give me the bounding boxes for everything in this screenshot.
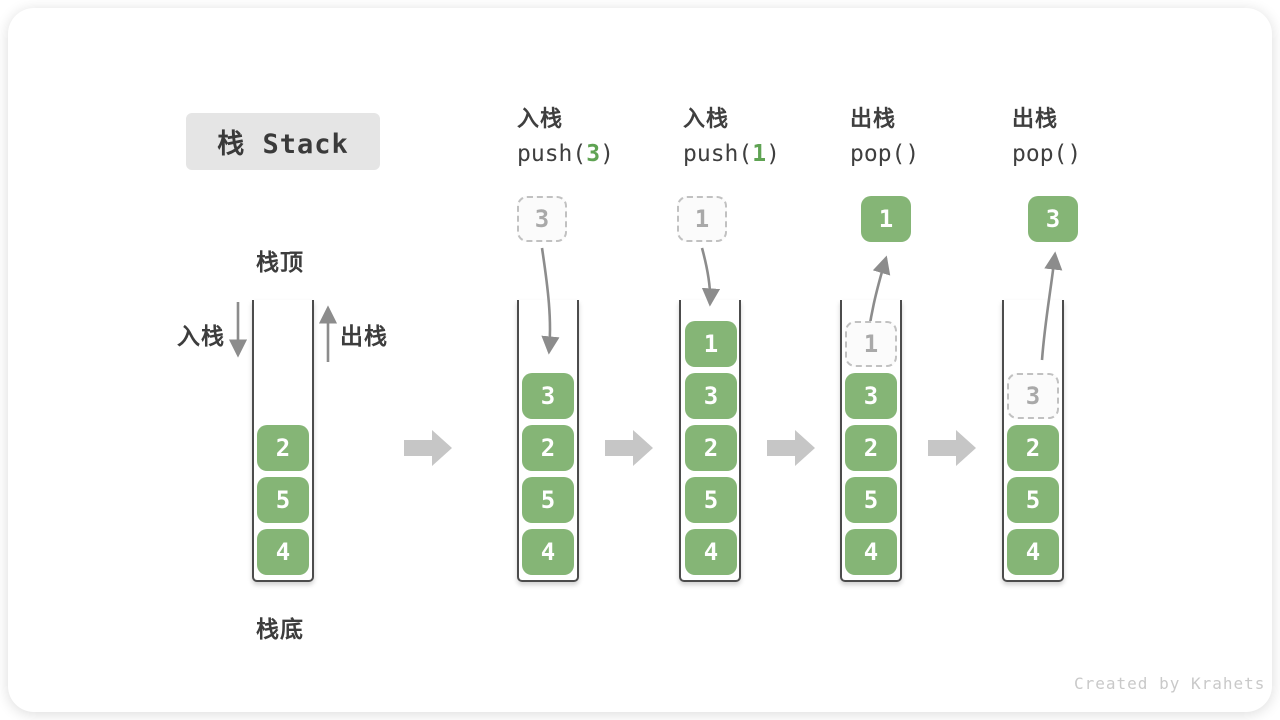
stack-cell: 2: [522, 425, 574, 471]
stack-cell: 4: [257, 529, 309, 575]
stack-cell: 2: [257, 425, 309, 471]
pending-cell: 3: [517, 196, 567, 242]
operation-code: pop(): [1012, 141, 1082, 167]
code-arg: 1: [752, 141, 767, 167]
operation-label: 入栈: [683, 107, 730, 132]
operation-label: 入栈: [517, 107, 564, 132]
operation-header-pop2: 出栈 pop(): [1012, 104, 1081, 172]
operation-code: pop(): [850, 141, 920, 167]
operation-header-push3: 入栈 push(3): [517, 104, 614, 172]
popped-cell: 1: [861, 196, 911, 242]
stack-cell: 1: [685, 321, 737, 367]
operation-header-push1: 入栈 push(1): [683, 104, 780, 172]
watermark: Created by Krahets: [1074, 674, 1266, 693]
ghost-cell: 1: [845, 321, 897, 367]
stack-cell: 2: [845, 425, 897, 471]
push1-curve-arrow-icon: [700, 247, 721, 307]
stack-cell: 2: [1007, 425, 1059, 471]
stack-cell: 4: [685, 529, 737, 575]
popped-cell: 3: [1028, 196, 1078, 242]
operation-code: push(1): [683, 141, 780, 167]
title-badge: 栈 Stack: [186, 113, 380, 170]
stack-cell: 5: [1007, 477, 1059, 523]
code-arg: 3: [586, 141, 601, 167]
ghost-cell: 3: [1007, 373, 1059, 419]
stack-cell: 5: [522, 477, 574, 523]
stack-cell: 3: [845, 373, 897, 419]
stack-cell: 4: [522, 529, 574, 575]
stack-cell: 5: [685, 477, 737, 523]
step-arrow-icon: [605, 430, 653, 466]
stack-cell: 3: [685, 373, 737, 419]
pending-cell: 1: [677, 196, 727, 242]
stack-top-label: 栈顶: [256, 250, 304, 276]
stack-cell: 4: [1007, 529, 1059, 575]
operation-label: 出栈: [850, 107, 897, 132]
step-arrow-icon: [404, 430, 452, 466]
stack-bottom-label: 栈底: [256, 617, 304, 643]
stack-cell: 5: [257, 477, 309, 523]
step-arrow-icon: [767, 430, 815, 466]
operation-label: 出栈: [1012, 107, 1059, 132]
step-arrow-icon: [928, 430, 976, 466]
operation-header-pop1: 出栈 pop(): [850, 104, 919, 172]
operation-code: push(3): [517, 141, 614, 167]
stack-cell: 2: [685, 425, 737, 471]
stack-cell: 3: [522, 373, 574, 419]
stack-cell: 5: [845, 477, 897, 523]
pop-side-label: 出栈: [340, 324, 388, 350]
stack-cell: 4: [845, 529, 897, 575]
push-side-label: 入栈: [177, 324, 225, 350]
